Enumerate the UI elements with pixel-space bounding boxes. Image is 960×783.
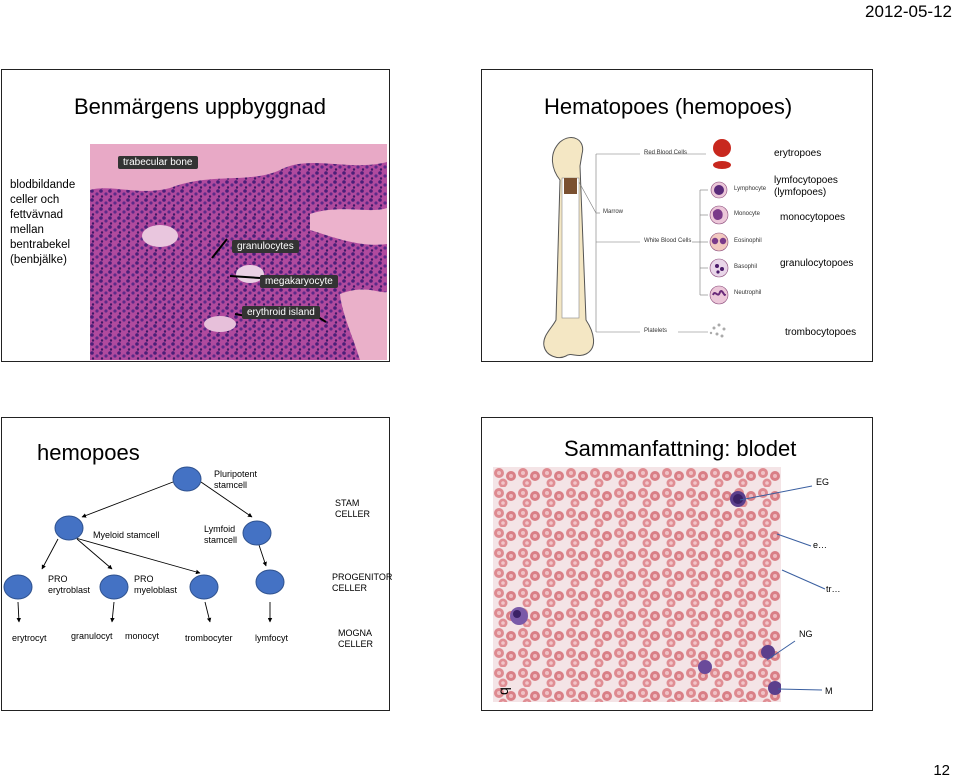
label-megakaryocyte: megakaryocyte <box>260 275 338 288</box>
slide-hematopoes: Hematopoes (hemopoes) <box>481 69 873 362</box>
label-lymfocyt: lymfocyt <box>255 633 289 643</box>
slide-sammanfattning: Sammanfattning: blodet q EG e… tr… NG M <box>481 417 873 711</box>
diagram-label-marrow: Marrow <box>603 209 624 215</box>
diagram-label-neutrophil: Neutrophil <box>734 290 762 296</box>
label-ng: NG <box>799 629 813 639</box>
label-pro-erytroblast: PRO erytroblast <box>48 574 91 595</box>
label-trabecular-bone: trabecular bone <box>118 156 198 169</box>
label-trombocyter: trombocyter <box>185 633 233 643</box>
label-granulocyt: granulocyt <box>71 631 113 641</box>
label-tr: tr… <box>826 584 841 594</box>
diagram-label-basophil: Basophil <box>734 264 758 270</box>
label-granulocytopoes: granulocytopoes <box>780 258 854 269</box>
slide-hemopoes: hemopoes Plurip <box>1 417 393 711</box>
page-date: 2012-05-12 <box>865 2 952 21</box>
label-progenitor-celler: PROGENITOR CELLER <box>332 572 393 593</box>
label-granulocytes: granulocytes <box>232 240 299 253</box>
label-erythroid-island: erythroid island <box>242 306 320 319</box>
slide-title: hemopoes <box>37 440 140 465</box>
diagram-label-platelets: Platelets <box>644 328 668 334</box>
diagram-label-eosinophil: Eosinophil <box>734 238 762 244</box>
slide-bone-marrow: Benmärgens uppbyggnad blodbildande celle… <box>1 69 390 362</box>
label-erytrocyt: erytrocyt <box>12 633 47 643</box>
diagram-label-white-blood-cells: White Blood Cells <box>644 238 692 244</box>
label-lymfocytopoes: lymfocytopoes (lymfopoes) <box>774 175 838 198</box>
diagram-label-red-blood-cells: Red Blood Cells <box>644 150 688 156</box>
blood-smear: q <box>493 467 781 702</box>
label-monocyt: monocyt <box>125 631 160 641</box>
marrow-micrograph <box>90 144 387 360</box>
page-number: 12 <box>933 762 950 779</box>
label-trombocytopoes: trombocytopoes <box>785 327 857 338</box>
label-pluripotent-stamcell: Pluripotent stamcell <box>214 469 258 490</box>
slide-title: Benmärgens uppbyggnad <box>74 94 326 119</box>
hematopoiesis-diagram <box>543 137 731 359</box>
label-pro-myeloblast: PRO myeloblast <box>134 574 178 595</box>
label-e: e… <box>813 540 828 550</box>
diagram-label-lymphocyte: Lymphocyte <box>734 186 767 192</box>
label-erytropoes: erytropoes <box>774 148 822 159</box>
label-lymfoid-stamcell: Lymfoid stamcell <box>204 524 238 545</box>
svg-text:q: q <box>495 687 511 695</box>
pointer-lines <box>739 485 826 691</box>
label-mogna-celler: MOGNA CELLER <box>338 628 374 649</box>
diagram-label-monocyte: Monocyte <box>734 211 761 217</box>
slide-title: Sammanfattning: blodet <box>564 436 797 461</box>
hemopoes-tree <box>3 466 285 623</box>
label-eg: EG <box>816 477 830 487</box>
label-myeloid-stamcell: Myeloid stamcell <box>93 530 160 540</box>
slide-title: Hematopoes (hemopoes) <box>544 94 793 119</box>
description: blodbildande celler och fettvävnad mella… <box>10 179 76 266</box>
label-monocytopoes: monocytopoes <box>780 212 846 223</box>
label-stam-celler: STAM CELLER <box>335 498 371 519</box>
label-m: M <box>825 686 833 696</box>
